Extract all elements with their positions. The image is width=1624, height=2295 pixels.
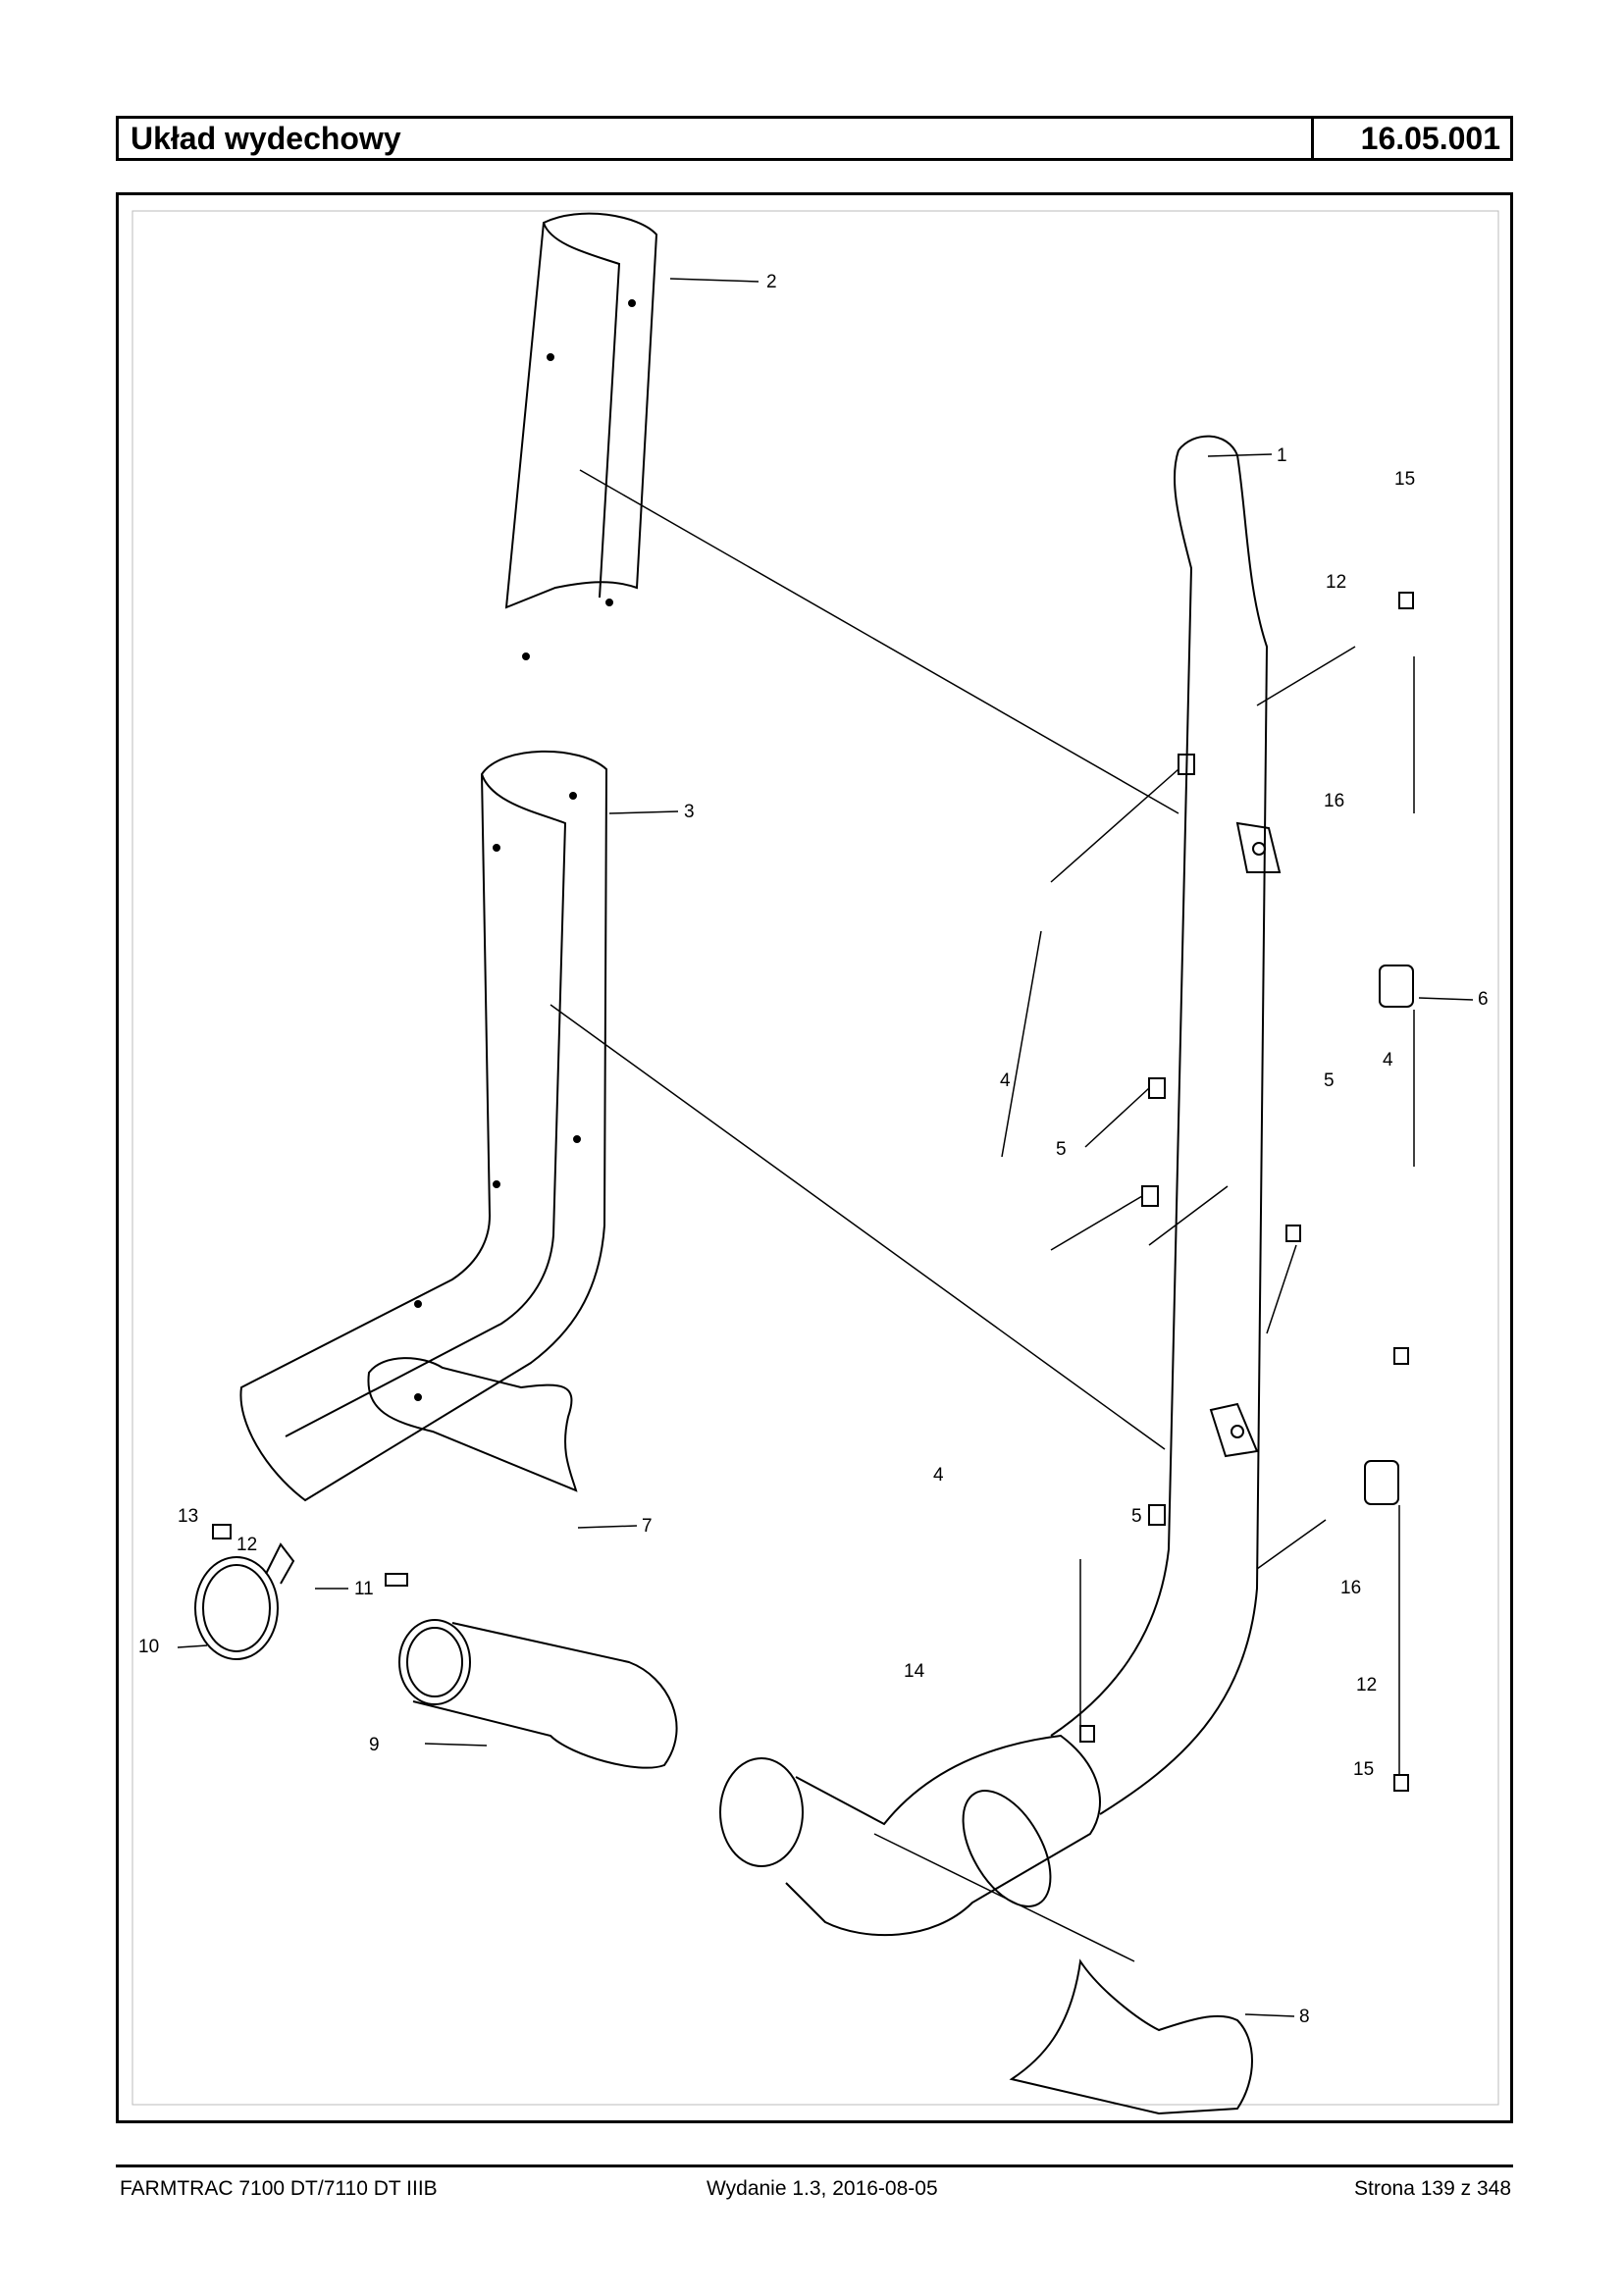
- callout-14: 14: [904, 1661, 925, 1682]
- callout-9: 9: [369, 1735, 380, 1755]
- callout-4-bottom: 4: [933, 1465, 944, 1486]
- exhaust-diagram: 1 2 3 4 4 4 5 5 5 6 7 8 9 10 11 12 12: [131, 210, 1499, 2115]
- callout-12-top: 12: [1326, 572, 1346, 593]
- footer-edition: Wydanie 1.3, 2016-08-05: [707, 2177, 938, 2200]
- callout-12-right: 12: [1356, 1675, 1377, 1695]
- callout-2: 2: [766, 272, 777, 292]
- callout-4-right: 4: [1383, 1050, 1393, 1070]
- callout-16-top: 16: [1324, 791, 1344, 811]
- title-bar: Układ wydechowy 16.05.001: [116, 116, 1513, 161]
- callout-12-left: 12: [236, 1535, 257, 1555]
- callout-15-top: 15: [1394, 469, 1415, 490]
- callout-16-bottom: 16: [1340, 1578, 1361, 1598]
- footer-page: Strona 139 z 348: [1354, 2177, 1511, 2200]
- callout-5-bottom: 5: [1131, 1506, 1142, 1527]
- callout-15-bottom: 15: [1353, 1759, 1374, 1780]
- page-title: Układ wydechowy: [119, 119, 1314, 158]
- callout-5-left: 5: [1056, 1139, 1067, 1160]
- callout-10: 10: [138, 1637, 159, 1657]
- callout-5-right: 5: [1324, 1070, 1335, 1091]
- callout-labels: 1 2 3 4 4 4 5 5 5 6 7 8 9 10 11 12 12: [138, 272, 1489, 2027]
- diagram-drawing: [131, 210, 1499, 2115]
- callout-1: 1: [1277, 445, 1287, 466]
- footer-model: FARMTRAC 7100 DT/7110 DT IIIB: [120, 2177, 438, 2200]
- callout-3: 3: [684, 802, 695, 822]
- callout-6: 6: [1478, 989, 1489, 1010]
- callout-7: 7: [642, 1516, 653, 1537]
- exploded-diagram-frame: 1 2 3 4 4 4 5 5 5 6 7 8 9 10 11 12 12: [116, 192, 1513, 2123]
- callout-11: 11: [354, 1579, 374, 1599]
- callout-8: 8: [1299, 2007, 1310, 2027]
- callout-4-left: 4: [1000, 1070, 1011, 1091]
- page-code: 16.05.001: [1360, 121, 1500, 156]
- footer-divider: [116, 2165, 1513, 2167]
- callout-13: 13: [178, 1506, 198, 1527]
